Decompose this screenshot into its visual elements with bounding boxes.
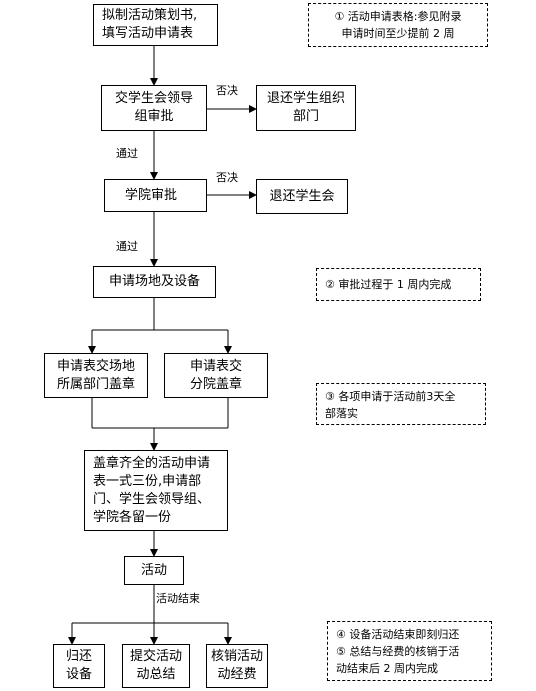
reject-label-1: 否决 — [216, 84, 238, 97]
return-union-box: 退还学生会 — [256, 179, 348, 214]
note-approval-time: ② 审批过程于 1 周内完成 — [316, 268, 481, 301]
draft-plan-box: 拟制活动策划书, 填写活动申请表 — [93, 4, 218, 46]
activity-box: 活动 — [124, 556, 184, 585]
note-after-activity: ④ 设备活动结束即刻归还 ⑤ 总结与经费的核销于活 动结束后 2 周内完成 — [327, 621, 492, 681]
settle-funds-box: 核销活动 动经费 — [206, 644, 268, 688]
union-review-box: 交学生会领导 组审批 — [101, 85, 207, 131]
college-review-box: 学院审批 — [104, 179, 207, 212]
stamp-venue-box: 申请表交场地 所属部门盖章 — [44, 353, 148, 398]
copies-box: 盖章齐全的活动申请 表一式三份,申请部 门、学生会领导组、 学院各留一份 — [84, 450, 228, 531]
stamp-college-box: 申请表交 分院盖章 — [164, 353, 268, 398]
submit-summary-box: 提交活动 动总结 — [122, 644, 190, 688]
return-org-box: 退还学生组织 部门 — [256, 85, 356, 131]
activity-end-label: 活动结束 — [156, 592, 200, 605]
apply-venue-box: 申请场地及设备 — [93, 266, 216, 298]
return-equipment-box: 归还 设备 — [53, 644, 105, 688]
reject-label-2: 否决 — [216, 171, 238, 184]
note-applications-ready: ③ 各项申请于活动前3天全 部落实 — [316, 383, 486, 425]
note-application-form: ① 活动申请表格:参见附录 申请时间至少提前 2 周 — [308, 3, 488, 47]
pass-label-2: 通过 — [116, 240, 138, 253]
pass-label-1: 通过 — [116, 147, 138, 160]
